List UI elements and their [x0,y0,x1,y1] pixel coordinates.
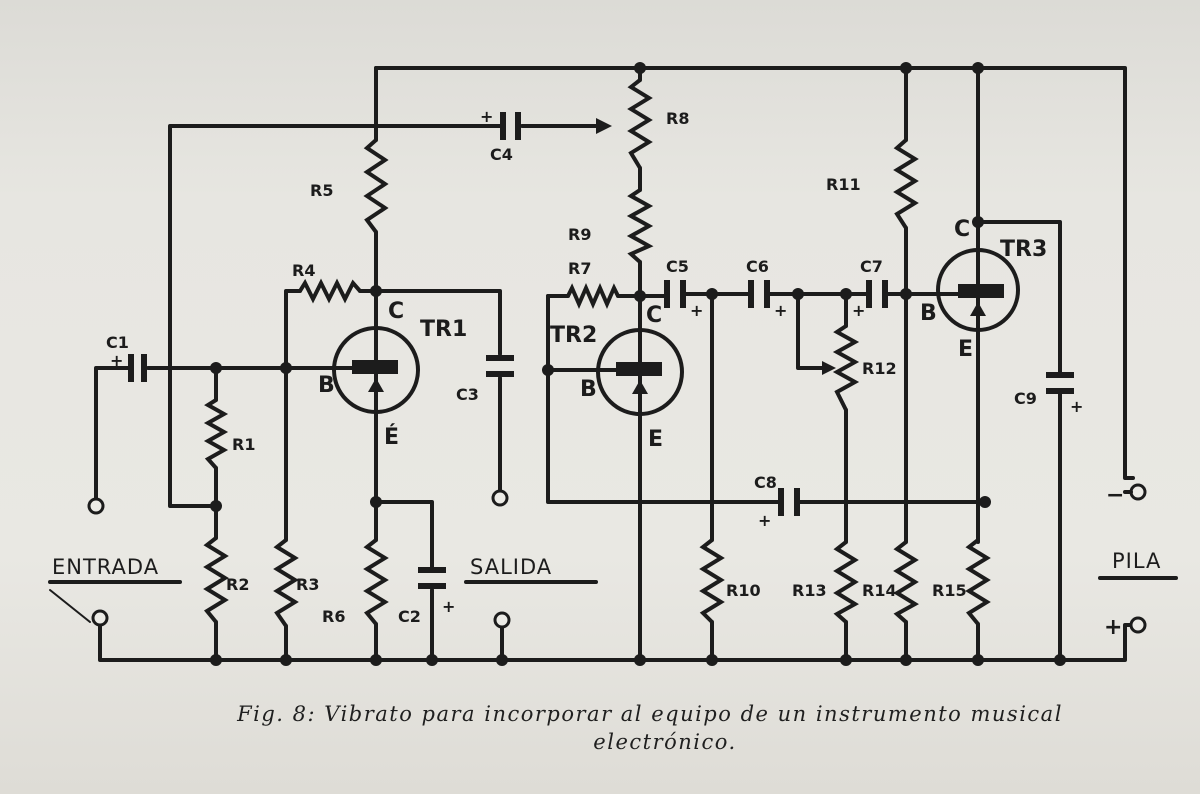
label-r7: R7 [568,259,591,278]
c2-plus: + [442,597,455,616]
capacitor-c9 [1046,372,1074,394]
resistor-r1 [203,398,229,470]
label-r5: R5 [310,181,333,200]
resistor-r14 [893,540,919,624]
label-r2: R2 [226,575,249,594]
capacitor-c2 [418,567,446,589]
c6-plus: + [774,301,787,320]
tr1-emitter-label: É [384,424,399,450]
resistor-r11 [893,138,919,230]
label-r10: R10 [726,581,761,600]
output-terminal-signal [491,489,509,507]
caption-line-2: electrónico. [593,730,737,754]
resistor-r6 [363,538,389,626]
output-terminal-ground [493,611,511,629]
label-r3: R3 [296,575,319,594]
battery-terminal-plus [1129,616,1147,634]
battery-plus-sign: + [1104,615,1122,640]
transistor-tr1 [332,326,420,414]
capacitors [128,112,1074,589]
resistor-r2 [203,536,229,624]
input-terminal-signal [87,497,105,515]
label-tr3: TR3 [1000,237,1047,262]
label-tr1: TR1 [420,317,467,342]
label-c4: C4 [490,145,513,164]
label-c8: C8 [754,473,777,492]
c4-plus: + [480,107,493,126]
label-r15: R15 [932,581,967,600]
transistor-tr3 [936,248,1020,332]
resistor-r5 [363,138,389,234]
tr2-base-label: B [580,377,597,402]
battery-minus-sign: − [1106,483,1124,508]
label-c5: C5 [666,257,689,276]
label-c9: C9 [1014,389,1037,408]
capacitor-c6 [748,280,770,308]
c8-plus: + [758,511,771,530]
resistor-r9 [626,188,654,264]
tr2-collector-label: C [646,303,662,328]
tr3-base-label: B [920,301,937,326]
capacitor-c4 [500,112,521,140]
label-c3: C3 [456,385,479,404]
tr1-base-label: B [318,373,335,398]
resistors [203,78,991,628]
label-c6: C6 [746,257,769,276]
battery-label: PILA [1112,549,1161,573]
label-c7: C7 [860,257,883,276]
c7-plus: + [852,301,865,320]
label-r4: R4 [292,261,315,280]
resistor-r13 [833,540,859,624]
resistor-r12 [832,324,860,411]
resistor-r3 [273,538,299,628]
resistor-r10 [699,538,725,624]
battery-terminal-minus [1129,483,1147,501]
tr2-emitter-label: E [648,427,663,452]
input-pointer-line [49,589,91,623]
capacitor-c5 [664,280,686,308]
junction-dots [210,62,1066,666]
label-r11: R11 [826,175,861,194]
c5-plus: + [690,301,703,320]
terminals [87,483,1147,662]
label-r13: R13 [792,581,827,600]
r8-wiper-arrow [596,118,612,134]
input-terminal-ground [91,609,109,627]
c1-plus: + [110,351,123,370]
c9-plus: + [1070,397,1083,416]
input-label: ENTRADA [52,555,159,579]
resistor-r8 [627,78,653,170]
r12-wiper-arrow [822,361,836,375]
label-r12: R12 [862,359,897,378]
label-tr2: TR2 [550,323,597,348]
capacitor-c7 [866,280,888,308]
label-r6: R6 [322,607,345,626]
wires [94,66,1135,662]
resistor-r15 [965,538,991,626]
component-labels: R1 R2 R3 R4 R5 R6 R7 R8 R9 R10 R11 R12 R… [106,107,1083,626]
label-r14: R14 [862,581,897,600]
capacitor-c3 [486,355,514,377]
resistor-r7 [566,283,620,309]
label-r9: R9 [568,225,591,244]
caption-line-1: Fig. 8: Vibrato para incorporar al equip… [237,702,1063,726]
label-c2: C2 [398,607,421,626]
capacitor-c8 [778,488,800,516]
resistor-r4 [298,278,362,304]
output-label: SALIDA [470,555,552,579]
transistor-tr2 [596,294,684,422]
label-c1: C1 [106,333,129,352]
label-r8: R8 [666,109,689,128]
label-r1: R1 [232,435,255,454]
tr1-collector-label: C [388,299,404,324]
figure-caption: Fig. 8: Vibrato para incorporar al equip… [120,700,1180,756]
tr3-emitter-label: E [958,337,973,362]
capacitor-c1 [128,354,147,382]
tr3-collector-label: C [954,217,970,242]
